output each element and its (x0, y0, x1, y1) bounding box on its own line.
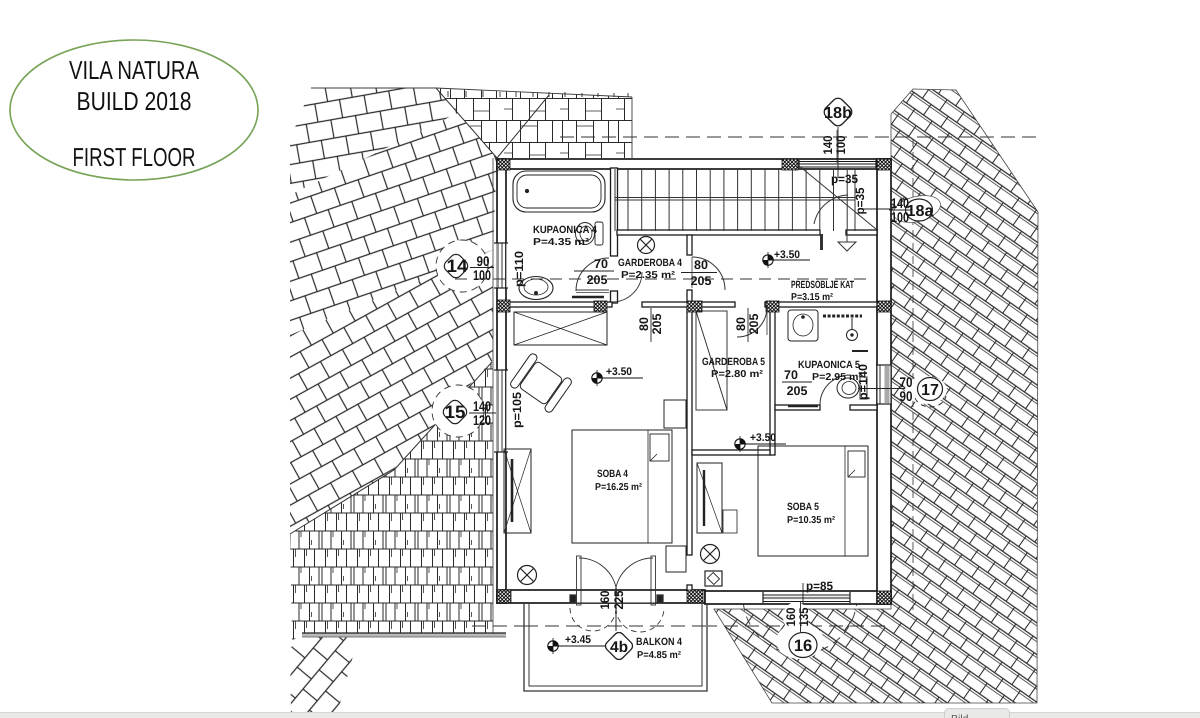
svg-text:SOBA 4: SOBA 4 (597, 468, 628, 480)
svg-text:205: 205 (691, 274, 712, 288)
svg-text:+3.50: +3.50 (774, 249, 800, 261)
svg-text:p=35: p=35 (831, 172, 858, 186)
svg-text:160: 160 (598, 590, 612, 609)
svg-text:+3.50: +3.50 (606, 366, 632, 378)
svg-text:140: 140 (821, 135, 835, 154)
svg-text:SOBA 5: SOBA 5 (787, 501, 819, 513)
svg-text:P=2.80 m²: P=2.80 m² (711, 369, 764, 380)
svg-text:225: 225 (612, 590, 626, 609)
svg-text:4b: 4b (610, 639, 628, 656)
svg-text:70: 70 (900, 374, 913, 390)
svg-text:100: 100 (834, 135, 848, 154)
svg-text:120: 120 (473, 412, 491, 428)
svg-text:p=105: p=105 (510, 392, 524, 428)
svg-text:18a: 18a (907, 203, 934, 220)
svg-text:KUPAONICA 4: KUPAONICA 4 (533, 224, 597, 236)
svg-text:18b: 18b (824, 105, 852, 122)
svg-text:P=3.15 m²: P=3.15 m² (791, 292, 834, 303)
svg-text:140: 140 (891, 195, 909, 211)
svg-text:+3.45: +3.45 (565, 634, 591, 646)
svg-text:100: 100 (891, 209, 909, 225)
svg-text:205: 205 (747, 314, 761, 335)
svg-text:135: 135 (797, 607, 811, 626)
svg-text:90: 90 (477, 253, 490, 269)
svg-text:160: 160 (784, 607, 798, 626)
svg-text:80: 80 (734, 317, 748, 331)
svg-text:205: 205 (587, 273, 608, 287)
svg-text:P=4.35 m²: P=4.35 m² (533, 237, 590, 248)
svg-text:100: 100 (473, 267, 491, 283)
svg-text:P=4.85 m²: P=4.85 m² (637, 650, 682, 661)
svg-text:KUPAONICA 5: KUPAONICA 5 (798, 359, 860, 371)
svg-text:BUILD 2018: BUILD 2018 (77, 86, 192, 116)
svg-text:P=2.35 m²: P=2.35 m² (621, 270, 676, 281)
svg-text:70: 70 (594, 257, 608, 271)
svg-text:205: 205 (787, 384, 808, 398)
svg-text:p=85: p=85 (806, 579, 833, 593)
svg-text:GARDEROBA 4: GARDEROBA 4 (618, 257, 682, 269)
svg-text:205: 205 (650, 314, 664, 335)
svg-text:VILA NATURA: VILA NATURA (69, 55, 200, 85)
svg-text:GARDEROBA 5: GARDEROBA 5 (702, 356, 765, 368)
svg-text:p=140: p=140 (856, 364, 870, 400)
svg-text:+3.50: +3.50 (750, 432, 776, 444)
svg-text:70: 70 (784, 368, 798, 382)
svg-text:BALKON 4: BALKON 4 (636, 636, 682, 648)
svg-text:P=16.25 m²: P=16.25 m² (595, 482, 643, 493)
svg-text:P=2.95 m²: P=2.95 m² (812, 372, 863, 383)
svg-text:140: 140 (473, 398, 491, 414)
svg-text:90: 90 (900, 388, 913, 404)
svg-text:80: 80 (694, 258, 708, 272)
svg-text:80: 80 (637, 317, 651, 331)
svg-text:FIRST FLOOR: FIRST FLOOR (73, 142, 196, 172)
svg-text:P=10.35 m²: P=10.35 m² (787, 515, 836, 526)
svg-text:14: 14 (447, 256, 468, 276)
svg-text:15: 15 (445, 402, 466, 422)
svg-text:p=110: p=110 (512, 251, 526, 287)
svg-text:p=35: p=35 (853, 187, 867, 214)
svg-text:16: 16 (794, 637, 812, 655)
svg-text:17: 17 (921, 382, 939, 399)
svg-text:PREDSOBLJE KAT: PREDSOBLJE KAT (791, 279, 854, 291)
